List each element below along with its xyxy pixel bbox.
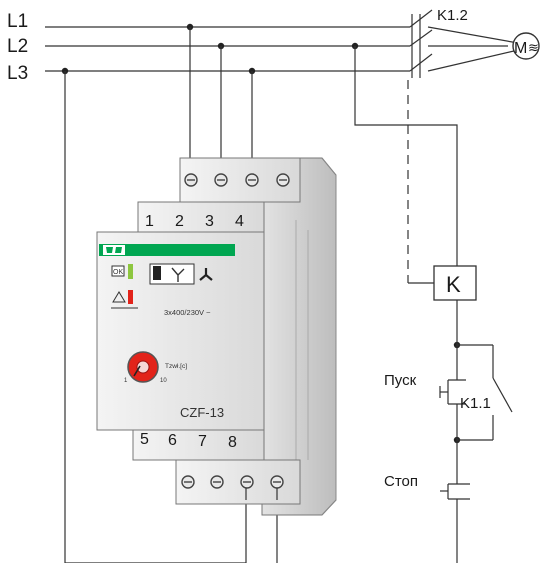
terminal-5: 5 — [140, 431, 149, 448]
warning-icon — [112, 291, 126, 303]
terminal-1: 1 — [145, 213, 154, 230]
motor-symbol: ≋ — [528, 40, 539, 55]
model-label: CZF-13 — [180, 405, 224, 420]
knob-scale-max: 10 — [160, 378, 167, 384]
label-l1: L1 — [7, 11, 28, 32]
star-icon — [171, 267, 185, 282]
terminal-8: 8 — [228, 434, 237, 451]
terminal-2: 2 — [175, 213, 184, 230]
knob-scale-min: 1 — [124, 378, 128, 384]
relay-device: 1 2 3 4 5 6 7 8 OK 3x400/230V ~ 1 10 Tzw… — [96, 157, 337, 516]
contactor-coil — [433, 265, 477, 301]
terminal-3: 3 — [205, 213, 214, 230]
label-k1-2: K1.2 — [437, 7, 468, 24]
ok-label: OK — [113, 269, 123, 276]
terminal-7: 7 — [198, 433, 207, 450]
stop-button-label: Стоп — [384, 473, 418, 490]
contactor-main-contacts — [407, 9, 434, 284]
label-l2: L2 — [7, 36, 28, 57]
brand-logo — [103, 245, 125, 255]
rating-label: 3x400/230V ~ — [164, 308, 211, 317]
motor-label: M — [514, 40, 527, 57]
terminal-6: 6 — [168, 432, 177, 449]
start-circuit — [439, 344, 513, 563]
delay-label: Tzwł.[c] — [165, 363, 187, 370]
red-led — [128, 290, 133, 304]
brand-bar — [99, 244, 235, 256]
holding-contact-label: K1.1 — [460, 395, 491, 412]
motor: M ≋ — [512, 32, 540, 60]
three-phase-icon — [199, 268, 213, 281]
green-led — [128, 264, 133, 279]
label-l3: L3 — [7, 63, 28, 84]
terminal-4: 4 — [235, 213, 244, 230]
coil-label: K — [446, 272, 461, 297]
relay-supply-wires — [64, 27, 458, 563]
start-button-label: Пуск — [384, 372, 417, 389]
ok-box — [111, 265, 125, 277]
phase-lines — [45, 26, 519, 72]
